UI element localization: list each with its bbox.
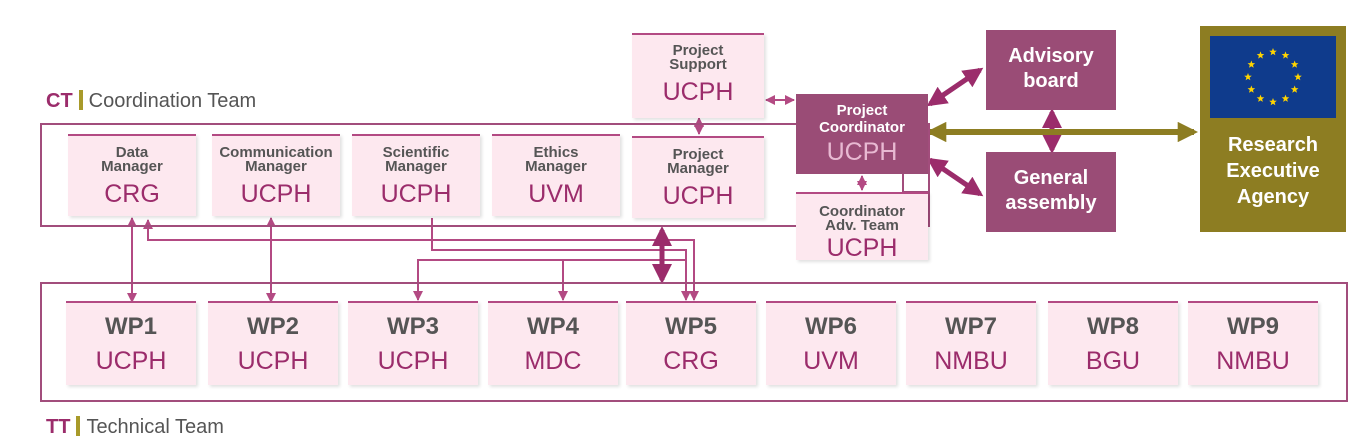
- wp-title: WP1: [104, 313, 157, 340]
- eu-star-icon: [1290, 60, 1299, 68]
- eu-star-icon: [1256, 51, 1265, 59]
- manager-org: UCPH: [380, 180, 452, 208]
- advisory-board-box: Advisory board: [986, 30, 1116, 110]
- coordinator-adv-team-org: UCPH: [826, 234, 898, 262]
- wp1-box: WP1 UCPH: [66, 301, 196, 385]
- technical-team-frame: [40, 282, 1348, 402]
- wp-org: NMBU: [1216, 347, 1290, 375]
- manager-org: UCPH: [662, 182, 734, 210]
- wp-org: BGU: [1085, 347, 1141, 375]
- wp5-box: WP5 CRG: [626, 301, 756, 385]
- general-assembly-label: General assembly: [1005, 167, 1097, 214]
- eu-star-icon: [1256, 94, 1265, 102]
- manager-role: Ethics Manager: [525, 144, 587, 175]
- link-scientific-wp3: [413, 259, 686, 301]
- link-data-manager-wp5: [143, 219, 699, 301]
- wp-title: WP5: [664, 313, 717, 340]
- coordination-team-name: Coordination Team: [88, 90, 257, 112]
- wp-org: UVM: [803, 347, 859, 375]
- advisory-board-label: Advisory board: [1008, 45, 1094, 92]
- coordination-team-label: CT Coordination Team: [46, 90, 256, 113]
- project-support-org: UCPH: [662, 78, 734, 106]
- ethics-manager-box: Ethics Manager UVM: [492, 134, 620, 216]
- coordinator-adv-team-role: Coordinator Adv. Team: [819, 203, 905, 234]
- wp-title: WP9: [1226, 313, 1279, 340]
- eu-star-icon: [1290, 85, 1299, 93]
- project-support-box: Project Support UCPH: [632, 33, 764, 118]
- link-coordinator-advisory: [926, 67, 984, 107]
- project-support-role: Project Support: [669, 42, 727, 73]
- wp-title: WP7: [944, 313, 997, 340]
- wp-org: NMBU: [934, 347, 1008, 375]
- label-divider: [76, 416, 81, 436]
- eu-star-icon: [1247, 85, 1256, 93]
- eu-star-icon: [1269, 98, 1277, 106]
- technical-team-name: Technical Team: [86, 416, 224, 438]
- wp3-box: WP3 UCPH: [348, 301, 478, 385]
- project-manager-box: Project Manager UCPH: [632, 136, 764, 218]
- scientific-manager-box: Scientific Manager UCPH: [352, 134, 480, 216]
- manager-org: UVM: [528, 180, 584, 208]
- wp-org: MDC: [524, 347, 582, 375]
- manager-org: UCPH: [240, 180, 312, 208]
- manager-org: CRG: [104, 180, 160, 208]
- link-coordinator-assembly: [926, 157, 984, 197]
- wp-title: WP8: [1086, 313, 1139, 340]
- manager-role: Scientific Manager: [382, 144, 450, 175]
- wp7-box: WP7 NMBU: [906, 301, 1036, 385]
- communication-manager-box: Communication Manager UCPH: [212, 134, 340, 216]
- wp-org: UCPH: [237, 347, 309, 375]
- project-coordinator-box: Project Coordinator UCPH: [796, 94, 928, 174]
- eu-star-icon: [1247, 60, 1256, 68]
- project-coordinator-role: Project Coordinator: [819, 102, 905, 136]
- manager-role: Data Manager: [101, 144, 163, 175]
- project-coordinator-org: UCPH: [826, 138, 898, 166]
- wp-title: WP3: [386, 313, 439, 340]
- coordinator-adv-team-box: Coordinator Adv. Team UCPH: [796, 192, 928, 262]
- wp-org: UCPH: [377, 347, 449, 375]
- manager-role: Communication Manager: [219, 144, 333, 175]
- wp4-box: WP4 MDC: [488, 301, 618, 385]
- technical-team-abbr: TT: [46, 416, 71, 438]
- data-manager-box: Data Manager CRG: [68, 134, 196, 216]
- wp2-box: WP2 UCPH: [208, 301, 338, 385]
- link-scientific-wp5: [431, 218, 691, 301]
- wp-org: CRG: [663, 347, 719, 375]
- eu-star-icon: [1281, 94, 1290, 102]
- research-executive-agency-label: Research Executive Agency: [1226, 134, 1320, 208]
- coordination-team-frame: [40, 123, 930, 227]
- wp-title: WP6: [804, 313, 857, 340]
- eu-star-icon: [1294, 73, 1302, 81]
- research-executive-agency-box: Research Executive Agency: [1200, 26, 1346, 232]
- eu-star-icon: [1269, 48, 1277, 56]
- eu-star-icon: [1244, 73, 1252, 81]
- eu-flag-icon: [1210, 36, 1336, 118]
- wp-title: WP4: [526, 313, 579, 340]
- manager-role: Project Manager: [667, 146, 729, 177]
- wp-org: UCPH: [95, 347, 167, 375]
- general-assembly-box: General assembly: [986, 152, 1116, 232]
- wp6-box: WP6 UVM: [766, 301, 896, 385]
- eu-star-icon: [1281, 51, 1290, 59]
- wp9-box: WP9 NMBU: [1188, 301, 1318, 385]
- label-divider: [78, 90, 83, 110]
- wp8-box: WP8 BGU: [1048, 301, 1178, 385]
- wp-title: WP2: [246, 313, 299, 340]
- coordination-team-abbr: CT: [46, 90, 73, 112]
- technical-team-label: TT Technical Team: [46, 416, 224, 439]
